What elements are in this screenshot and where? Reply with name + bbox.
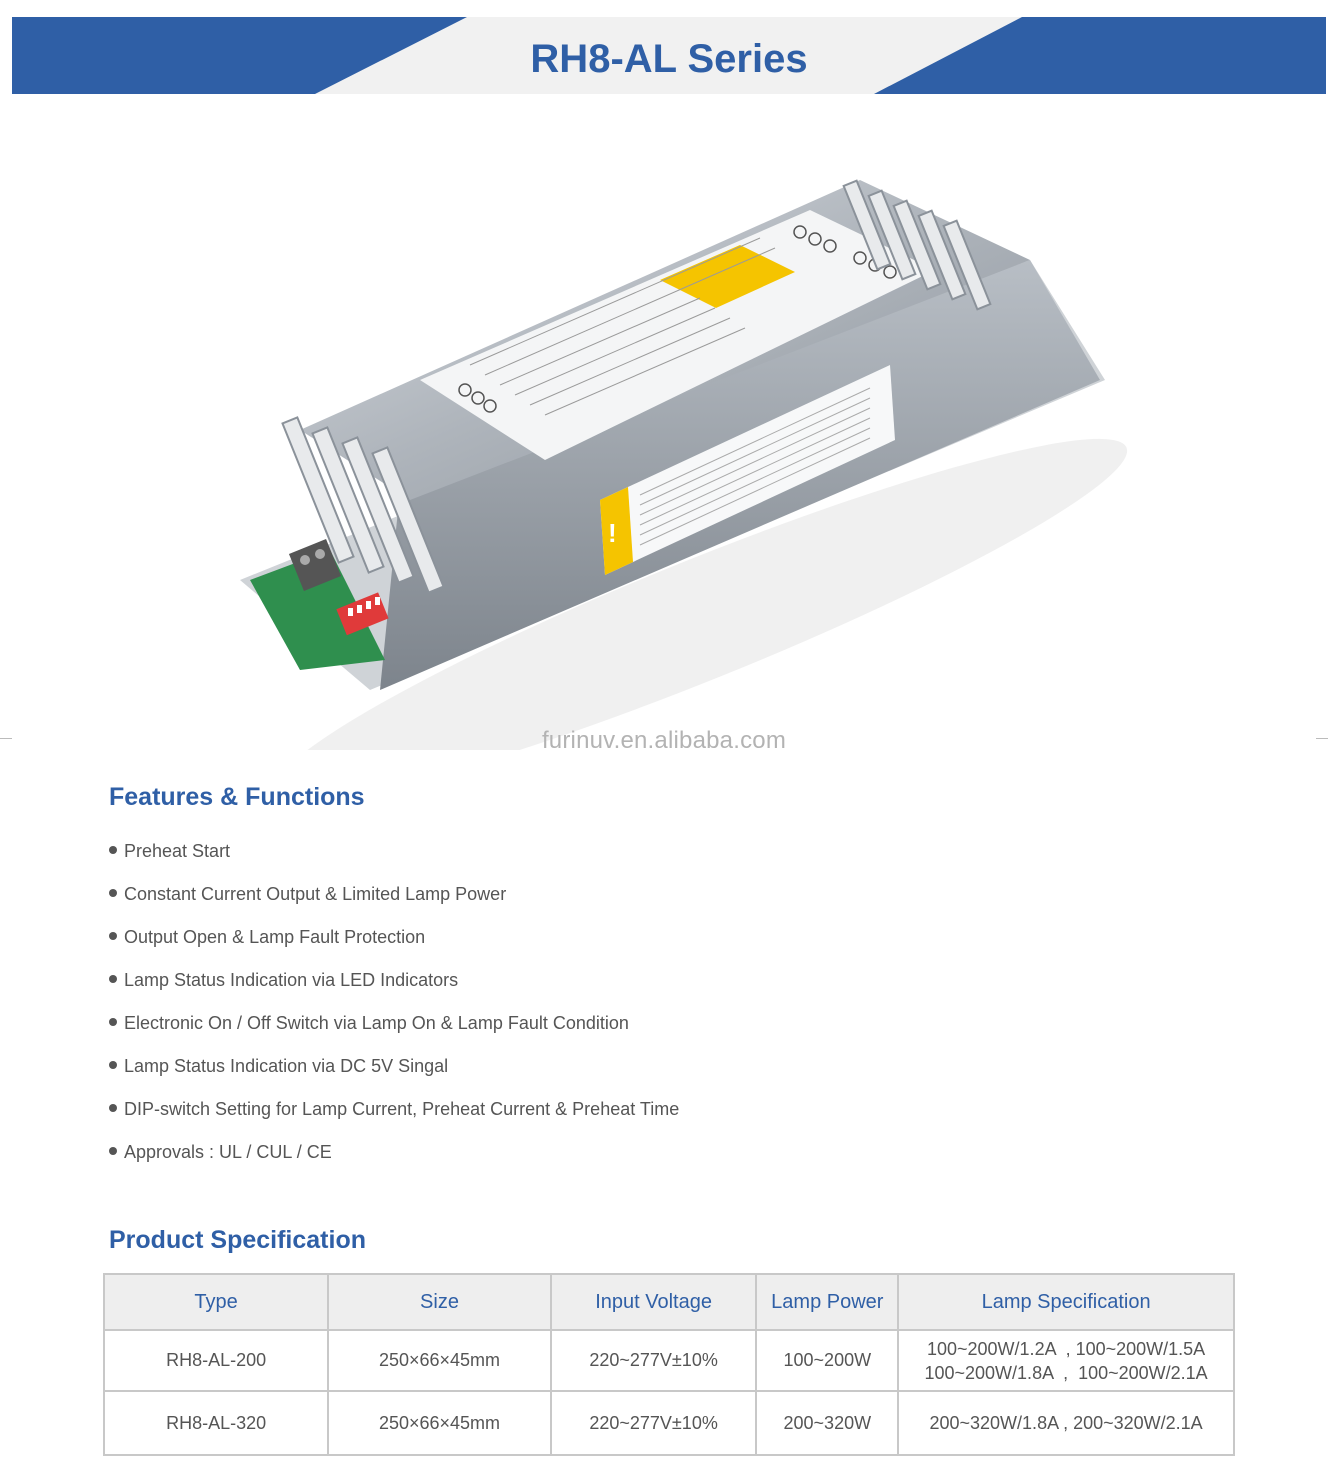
circuit-board	[250, 550, 385, 670]
bullet-icon	[109, 1061, 117, 1070]
col-input-voltage: Input Voltage	[549, 1273, 758, 1331]
header-banner: RH8-AL Series	[12, 17, 1326, 94]
feature-item: Approvals : UL / CUL / CE	[109, 1137, 679, 1180]
feature-item: Lamp Status Indication via DC 5V Singal	[109, 1051, 679, 1094]
cell-lamp-spec: 200~320W/1.8A , 200~320W/2.1A	[897, 1390, 1235, 1456]
col-lamp-power: Lamp Power	[755, 1273, 900, 1331]
spec-title: Product Specification	[109, 1226, 366, 1254]
ballast-label	[420, 210, 935, 460]
col-type: Type	[102, 1273, 330, 1331]
page-title: RH8-AL Series	[530, 37, 808, 81]
bullet-icon	[109, 846, 117, 855]
table-header-row: Type Size Input Voltage Lamp Power Lamp …	[102, 1273, 1235, 1331]
features-title: Features & Functions	[109, 783, 365, 811]
bullet-icon	[109, 1104, 117, 1113]
table-row: RH8-AL-200 250×66×45mm 220~277V±10% 100~…	[102, 1329, 1235, 1392]
feature-item: Lamp Status Indication via LED Indicator…	[109, 965, 679, 1008]
features-list: Preheat Start Constant Current Output & …	[109, 836, 679, 1180]
bullet-icon	[109, 1147, 117, 1156]
cell-voltage: 220~277V±10%	[549, 1390, 758, 1456]
cooling-fins-left	[281, 416, 445, 594]
divider-right	[1316, 738, 1328, 739]
ballast-illustration: !	[240, 179, 1128, 750]
feature-item: Preheat Start	[109, 836, 679, 879]
feature-item: Electronic On / Off Switch via Lamp On &…	[109, 1008, 679, 1051]
col-size: Size	[327, 1273, 552, 1331]
cell-type: RH8-AL-200	[102, 1329, 330, 1392]
cooling-fins-right	[842, 179, 992, 311]
bullet-icon	[109, 889, 117, 898]
cell-type: RH8-AL-320	[102, 1390, 330, 1456]
cell-voltage: 220~277V±10%	[549, 1329, 758, 1392]
bullet-icon	[109, 1018, 117, 1027]
product-image: !	[0, 150, 1328, 750]
divider-left	[0, 738, 12, 739]
feature-item: DIP-switch Setting for Lamp Current, Pre…	[109, 1094, 679, 1137]
terminal-block	[288, 538, 342, 592]
spec-table: Type Size Input Voltage Lamp Power Lamp …	[102, 1273, 1235, 1456]
svg-text:!: !	[608, 518, 617, 548]
cell-power: 100~200W	[755, 1329, 900, 1392]
table-row: RH8-AL-320 250×66×45mm 220~277V±10% 200~…	[102, 1390, 1235, 1456]
watermark: furinuv.en.alibaba.com	[541, 727, 787, 754]
cell-lamp-spec: 100~200W/1.2A , 100~200W/1.5A 100~200W/1…	[897, 1329, 1235, 1392]
cell-size: 250×66×45mm	[327, 1329, 552, 1392]
feature-item: Constant Current Output & Limited Lamp P…	[109, 879, 679, 922]
bullet-icon	[109, 975, 117, 984]
cell-power: 200~320W	[755, 1390, 900, 1456]
bullet-icon	[109, 932, 117, 941]
banner-stripes	[12, 17, 1326, 94]
feature-item: Output Open & Lamp Fault Protection	[109, 922, 679, 965]
cell-size: 250×66×45mm	[327, 1390, 552, 1456]
col-lamp-specification: Lamp Specification	[897, 1273, 1235, 1331]
warning-sticker	[600, 365, 895, 575]
